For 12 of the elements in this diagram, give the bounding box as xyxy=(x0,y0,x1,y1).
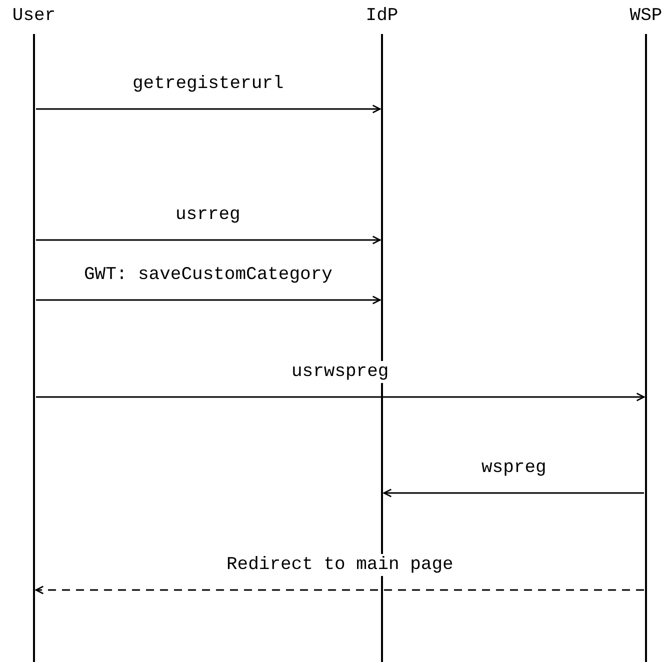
edge-label: GWT: saveCustomCategory xyxy=(82,264,334,286)
arrow xyxy=(35,586,644,594)
edge-label: getregisterurl xyxy=(130,73,286,95)
arrow xyxy=(36,104,381,114)
arrow xyxy=(36,296,381,304)
arrow xyxy=(36,392,645,402)
participant-label: User xyxy=(11,5,57,28)
participant-label: IdP xyxy=(364,5,400,28)
participant-label: WSP xyxy=(628,5,664,28)
arrow xyxy=(36,236,381,244)
edge-label: Redirect to main page xyxy=(224,554,456,576)
arrow xyxy=(383,488,644,498)
